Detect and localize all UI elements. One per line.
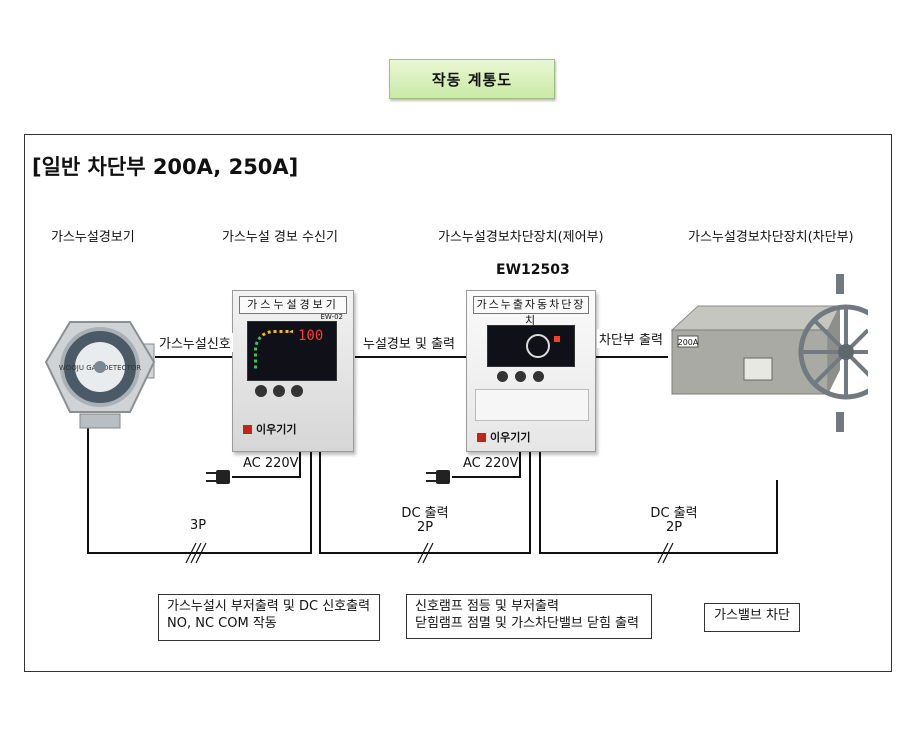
- controller-panel-title: 가스누출자동차단장치: [473, 296, 589, 327]
- receiver-button-1: [255, 385, 267, 397]
- section-heading: [일반 차단부 200A, 250A]: [32, 155, 299, 179]
- receiver-display-value: 100: [298, 328, 324, 344]
- wire-type-label-2: DC 출력: [650, 506, 698, 521]
- controller-screen: [487, 325, 575, 367]
- power-plug-icon-2: [426, 470, 450, 484]
- diagram-title: 작동 계통도: [389, 59, 555, 99]
- note-box-shutoff: 가스밸브 차단: [704, 603, 800, 632]
- wire-type-label-1: DC 출력: [401, 506, 449, 521]
- receiver-panel-title: 가스누설경보기: [239, 296, 347, 314]
- receiver-screen: 100: [247, 321, 337, 381]
- receiver-button-3: [291, 385, 303, 397]
- controller-model: EW12503: [496, 262, 570, 278]
- leak-signal-label: 가스누설신호: [157, 333, 233, 352]
- power-label-2: AC 220V: [463, 456, 519, 471]
- receiver-label: 가스누설 경보 수신기: [222, 230, 338, 245]
- alarm-output-label: 누설경보 및 출력: [361, 333, 457, 352]
- note-box-controller: 신호램프 점등 및 부저출력 닫힘램프 점멸 및 가스차단밸브 닫힘 출력: [406, 594, 652, 639]
- controller-device: 가스누출자동차단장치 이우기기: [466, 290, 596, 452]
- note-box-detector-line2: NO, NC COM 작동: [167, 616, 277, 631]
- shutoff-label: 가스누설경보차단장치(차단부): [688, 230, 854, 245]
- note-box-controller-line1: 신호램프 점등 및 부저출력: [415, 599, 559, 614]
- detector-label: 가스누설경보기: [51, 230, 135, 245]
- wire-label-2p-2: 2P: [665, 520, 683, 535]
- receiver-device: 가스누설경보기 EW-02 100 이우기기: [232, 290, 354, 452]
- power-plug-icon: [206, 470, 230, 484]
- controller-brand: 이우기기: [477, 429, 530, 445]
- controller-button-1: [497, 371, 508, 382]
- wire-label-3p: 3P: [189, 518, 207, 533]
- shutoff-output-label: 차단부 출력: [597, 329, 665, 348]
- note-box-detector-line1: 가스누설시 부저출력 및 DC 신호출력: [167, 599, 371, 614]
- note-box-controller-line2: 닫힘램프 점멸 및 가스차단밸브 닫힘 출력: [415, 616, 639, 631]
- shutoff-plate: 200A: [678, 338, 699, 347]
- note-box-detector: 가스누설시 부저출력 및 DC 신호출력 NO, NC COM 작동: [158, 594, 380, 641]
- diagram-frame: [24, 134, 892, 672]
- receiver-brand: 이우기기: [243, 421, 296, 437]
- controller-warning-panel: [475, 389, 589, 421]
- controller-button-3: [533, 371, 544, 382]
- gas-detector-device: WOOJU GAS DETECTOR: [44, 321, 156, 429]
- shutoff-valve-device: 200A: [670, 274, 868, 432]
- controller-button-2: [515, 371, 526, 382]
- receiver-model-tag: EW-02: [320, 313, 344, 321]
- power-label-1: AC 220V: [243, 456, 299, 471]
- controller-label: 가스누설경보차단장치(제어부): [438, 230, 604, 245]
- wire-label-2p-1: 2P: [416, 520, 434, 535]
- receiver-button-2: [273, 385, 285, 397]
